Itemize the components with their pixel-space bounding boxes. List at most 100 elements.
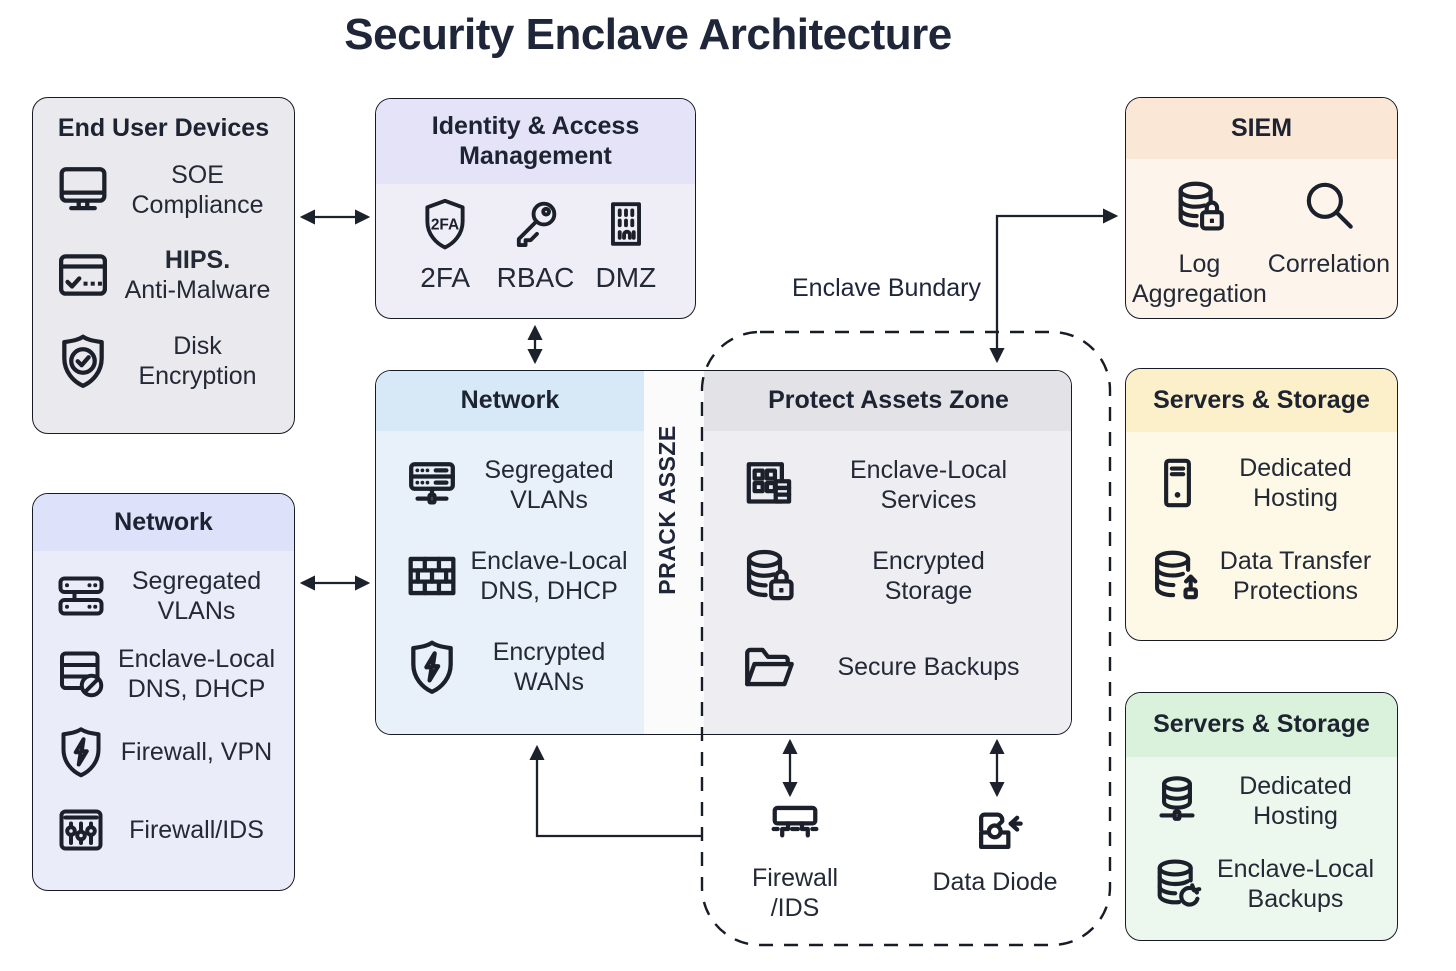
- box-title: Identity & Access Management: [431, 112, 640, 170]
- box-header: Network: [33, 494, 294, 551]
- item-label: Dedicated Hosting: [1239, 771, 1352, 830]
- monitor-icon: [51, 158, 115, 222]
- list-item: SOE Compliance: [51, 158, 280, 222]
- diagram-title: Security Enclave Architecture: [344, 10, 952, 59]
- data-diode-gateway: Data Diode: [928, 797, 1062, 897]
- list-item: DMZ: [581, 194, 671, 295]
- box-title: Servers & Storage: [1153, 385, 1370, 414]
- item-label: Data Diode: [932, 868, 1058, 896]
- item-list: Segregated VLANs Enclave-Local DNS, DHCP…: [33, 551, 294, 881]
- item-label: DMZ: [595, 262, 657, 293]
- item-label: Secure Backups: [837, 653, 1020, 682]
- item-label: Enclave-Local DNS, DHCP: [470, 546, 628, 605]
- list-item: RBAC: [490, 194, 580, 295]
- box-title: Network: [114, 507, 213, 536]
- list-item: HIPS.Anti-Malware: [51, 243, 280, 307]
- vlan-servers-icon: [51, 566, 111, 626]
- box-header: Servers & Storage: [1126, 693, 1397, 757]
- item-list: Log Aggregation Correlation: [1126, 159, 1397, 313]
- list-item: Dedicated Hosting: [1146, 450, 1383, 516]
- box-title: Protect Assets Zone: [768, 386, 1009, 415]
- box-header: Identity & Access Management: [376, 99, 695, 184]
- item-list: Enclave-Local Services Encrypted Storage…: [704, 431, 1071, 727]
- database-network-icon: [1146, 769, 1208, 833]
- database-lock-icon: [736, 544, 800, 608]
- list-item: Firewall, VPN: [51, 722, 282, 782]
- item-label: HIPS.Anti-Malware: [124, 246, 271, 305]
- list-item: Dedicated Hosting: [1146, 769, 1383, 833]
- window-check-icon: [51, 243, 115, 307]
- box-header: SIEM: [1126, 98, 1397, 159]
- item-label: Segregated VLANs: [484, 455, 614, 514]
- search-icon: [1298, 173, 1360, 241]
- network-left-box: Network Segregated VLANs Enclave-Local D…: [32, 493, 295, 891]
- server-tower-icon: [1146, 450, 1208, 516]
- vertical-divider-label: PRACK ASSZE: [654, 425, 680, 595]
- list-item: Firewall/IDS: [51, 800, 282, 860]
- item-list: SOE Compliance HIPS.Anti-Malware Disk En…: [33, 144, 294, 414]
- list-item: Encrypted Storage: [736, 544, 1057, 608]
- box-title: SIEM: [1230, 113, 1293, 142]
- box-header: Servers & Storage: [1126, 369, 1397, 432]
- server-blocked-icon: [51, 644, 111, 704]
- item-label: 2FA: [420, 262, 471, 293]
- list-item: Enclave-Local Backups: [1146, 852, 1383, 916]
- list-item: Enclave-Local DNS, DHCP: [51, 644, 282, 704]
- list-item: Segregated VLANs: [400, 453, 634, 517]
- key-icon: [506, 194, 564, 254]
- list-item: Enclave-Local Services: [736, 453, 1057, 517]
- item-label: Data Transfer Protections: [1219, 546, 1372, 605]
- ids-panel-icon: [51, 800, 111, 860]
- enclave-core-box: Network Segregated VLANs Enclave-Local D…: [375, 370, 1072, 735]
- list-item: Disk Encryption: [51, 329, 280, 393]
- item-label: Firewall, VPN: [120, 738, 273, 766]
- item-list: Dedicated Hosting Enclave-Local Backups: [1126, 757, 1397, 933]
- shield-check-icon: [51, 329, 115, 393]
- list-item: Encrypted WANs: [400, 635, 634, 699]
- identity-access-management-box: Identity & Access Management 2FA 2FA RBA…: [375, 98, 696, 319]
- svg-text:2FA: 2FA: [431, 217, 459, 234]
- brick-wall-icon: [400, 544, 464, 608]
- list-item: Log Aggregation: [1132, 173, 1267, 309]
- list-item: 2FA 2FA: [400, 194, 490, 295]
- item-label: RBAC: [496, 262, 575, 293]
- box-header: Protect Assets Zone: [704, 371, 1071, 431]
- end-user-devices-box: End User Devices SOE Compliance HIPS.Ant…: [32, 97, 295, 434]
- list-item: Correlation: [1267, 173, 1391, 309]
- rack-switch-icon: [400, 453, 464, 517]
- item-label: Encrypted Storage: [872, 546, 985, 605]
- item-label: SOE Compliance: [131, 161, 264, 220]
- item-label: Log Aggregation: [1132, 250, 1267, 308]
- network-center-section: Network Segregated VLANs Enclave-Local D…: [376, 371, 644, 734]
- item-label: Segregated VLANs: [131, 567, 262, 625]
- item-label: Correlation: [1267, 250, 1391, 278]
- shield-2fa-icon: 2FA: [416, 194, 474, 254]
- item-label: Dedicated Hosting: [1239, 453, 1352, 512]
- folder-icon: [736, 635, 800, 699]
- item-list: Segregated VLANs Enclave-Local DNS, DHCP…: [376, 431, 644, 727]
- services-building-icon: [736, 453, 800, 517]
- firewall-ids-gateway: Firewall /IDS: [737, 793, 853, 923]
- arrow-boundary-network: [529, 744, 702, 838]
- arrow-paz-siem: [989, 208, 1119, 364]
- item-list: Dedicated Hosting Data Transfer Protecti…: [1126, 432, 1397, 632]
- item-label: Enclave-Local Services: [849, 455, 1008, 514]
- item-label: Enclave-Local DNS, DHCP: [117, 645, 276, 703]
- box-title: Network: [460, 386, 560, 415]
- siem-box: SIEM Log Aggregation Correlation: [1125, 97, 1398, 319]
- servers-storage-top-box: Servers & Storage Dedicated Hosting Data…: [1125, 368, 1398, 641]
- building-icon: [597, 194, 655, 254]
- item-label: Firewall/IDS: [129, 816, 264, 844]
- protect-assets-zone-section: Protect Assets Zone Enclave-Local Servic…: [704, 371, 1071, 734]
- box-title: Servers & Storage: [1153, 710, 1370, 739]
- item-label: Enclave-Local Backups: [1216, 854, 1375, 913]
- list-item: Segregated VLANs: [51, 566, 282, 626]
- database-restore-icon: [1146, 852, 1208, 916]
- list-item: Enclave-Local DNS, DHCP: [400, 544, 634, 608]
- enclave-boundary-label: Enclave Bundary: [792, 274, 982, 302]
- firewall-device-icon: [762, 793, 828, 857]
- servers-storage-bottom-box: Servers & Storage Dedicated Hosting Encl…: [1125, 692, 1398, 941]
- item-list: 2FA 2FA RBAC DMZ: [376, 184, 695, 301]
- item-label: Firewall /IDS: [751, 864, 839, 922]
